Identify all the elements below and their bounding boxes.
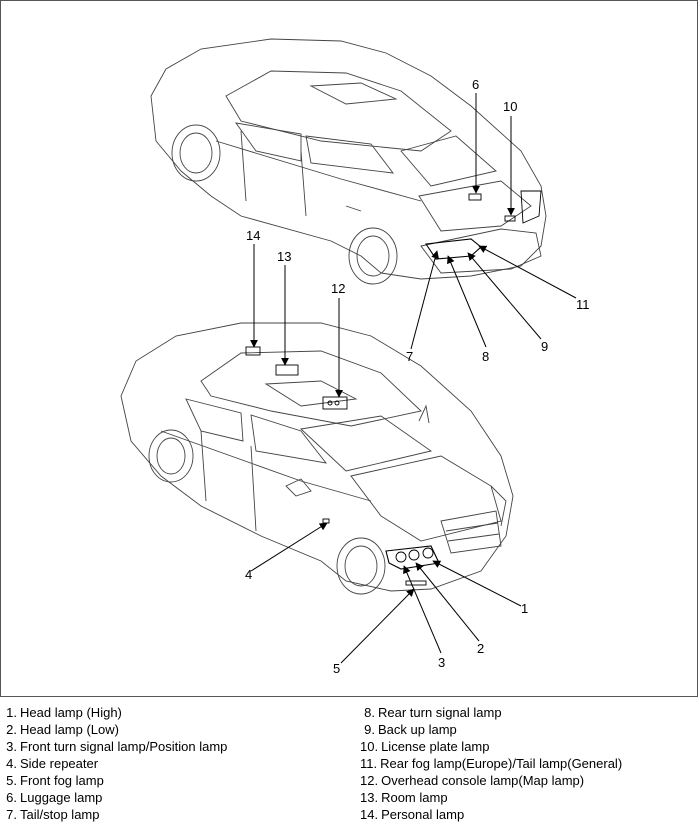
callout-2: 2 (477, 641, 484, 656)
callout-6: 6 (472, 77, 479, 92)
legend-text: Rear fog lamp(Europe)/Tail lamp(General) (380, 756, 623, 771)
legend-text: Head lamp (Low) (20, 722, 119, 737)
legend-text: Back up lamp (378, 722, 457, 737)
legend-text: Luggage lamp (20, 790, 103, 805)
legend-column-right: 8.Rear turn signal lamp 9.Back up lamp 1… (360, 704, 622, 823)
callout-7: 7 (406, 349, 413, 364)
callout-13: 13 (277, 249, 291, 264)
legend-item: 8.Rear turn signal lamp (360, 704, 622, 721)
legend-text: Room lamp (381, 790, 448, 805)
legend-number: 1. (6, 705, 17, 720)
legend-number: 2. (6, 722, 17, 737)
legend-item: 3.Front turn signal lamp/Position lamp (2, 738, 227, 755)
legend-number: 13. (360, 790, 379, 805)
diagram-drawing: 1 2 3 4 5 6 7 8 9 10 11 12 13 14 (120, 38, 590, 676)
legend-text: License plate lamp (381, 739, 490, 754)
callout-5: 5 (333, 661, 340, 676)
legend-column-left: 1.Head lamp (High) 2.Head lamp (Low) 3.F… (2, 704, 227, 823)
callout-4: 4 (245, 567, 252, 582)
legend-item: 13.Room lamp (360, 789, 622, 806)
legend-number: 4. (6, 756, 17, 771)
legend-text: Rear turn signal lamp (378, 705, 502, 720)
legend-item: 4.Side repeater (2, 755, 227, 772)
legend-number: 3. (6, 739, 17, 754)
leader-3 (403, 565, 442, 654)
legend-number: 14. (360, 807, 379, 822)
legend-item: 11.Rear fog lamp(Europe)/Tail lamp(Gener… (360, 755, 622, 772)
legend-item: 9.Back up lamp (360, 721, 622, 738)
callout-10: 10 (503, 99, 517, 114)
legend-number: 11. (360, 756, 378, 771)
legend-number: 9. (364, 722, 375, 737)
legend-item: 2.Head lamp (Low) (2, 721, 227, 738)
legend-text: Head lamp (High) (20, 705, 122, 720)
callout-8: 8 (482, 349, 489, 364)
legend-item: 10.License plate lamp (360, 738, 622, 755)
leader-9 (467, 252, 542, 340)
leader-7 (410, 250, 440, 350)
leader-2 (415, 562, 480, 642)
legend-text: Front fog lamp (20, 773, 104, 788)
legend-number: 10. (360, 739, 379, 754)
legend-number: 6. (6, 790, 17, 805)
rear-view-car (150, 38, 547, 285)
legend-text: Overhead console lamp(Map lamp) (381, 773, 585, 788)
legend-item: 12.Overhead console lamp(Map lamp) (360, 772, 622, 789)
legend-item: 1.Head lamp (High) (2, 704, 227, 721)
legend-text: Personal lamp (381, 807, 465, 822)
legend-number: 5. (6, 773, 17, 788)
legend-number: 8. (364, 705, 375, 720)
leader-11 (478, 245, 577, 299)
legend-text: Tail/stop lamp (20, 807, 100, 822)
callout-labels: 1 2 3 4 5 6 7 8 9 10 11 12 13 14 (245, 77, 590, 676)
leader-5 (340, 588, 415, 664)
callout-12: 12 (331, 281, 345, 296)
legend-item: 5.Front fog lamp (2, 772, 227, 789)
legend-item: 6.Luggage lamp (2, 789, 227, 806)
legend-item: 7.Tail/stop lamp (2, 806, 227, 823)
legend-number: 7. (6, 807, 17, 822)
callout-11: 11 (576, 297, 590, 312)
legend-number: 12. (360, 773, 379, 788)
legend-text: Side repeater (20, 756, 99, 771)
legend: 1.Head lamp (High) 2.Head lamp (Low) 3.F… (0, 704, 700, 822)
callout-9: 9 (541, 339, 548, 354)
callout-leaders (250, 93, 577, 664)
callout-3: 3 (438, 655, 445, 670)
callout-1: 1 (521, 601, 528, 616)
callout-14: 14 (246, 228, 260, 243)
leader-4 (250, 522, 328, 572)
lamp-location-diagram: 1 2 3 4 5 6 7 8 9 10 11 12 13 14 (0, 0, 698, 697)
legend-item: 14.Personal lamp (360, 806, 622, 823)
legend-text: Front turn signal lamp/Position lamp (20, 739, 228, 754)
front-view-car (120, 322, 514, 595)
leader-1 (432, 560, 522, 607)
leader-8 (447, 255, 487, 348)
